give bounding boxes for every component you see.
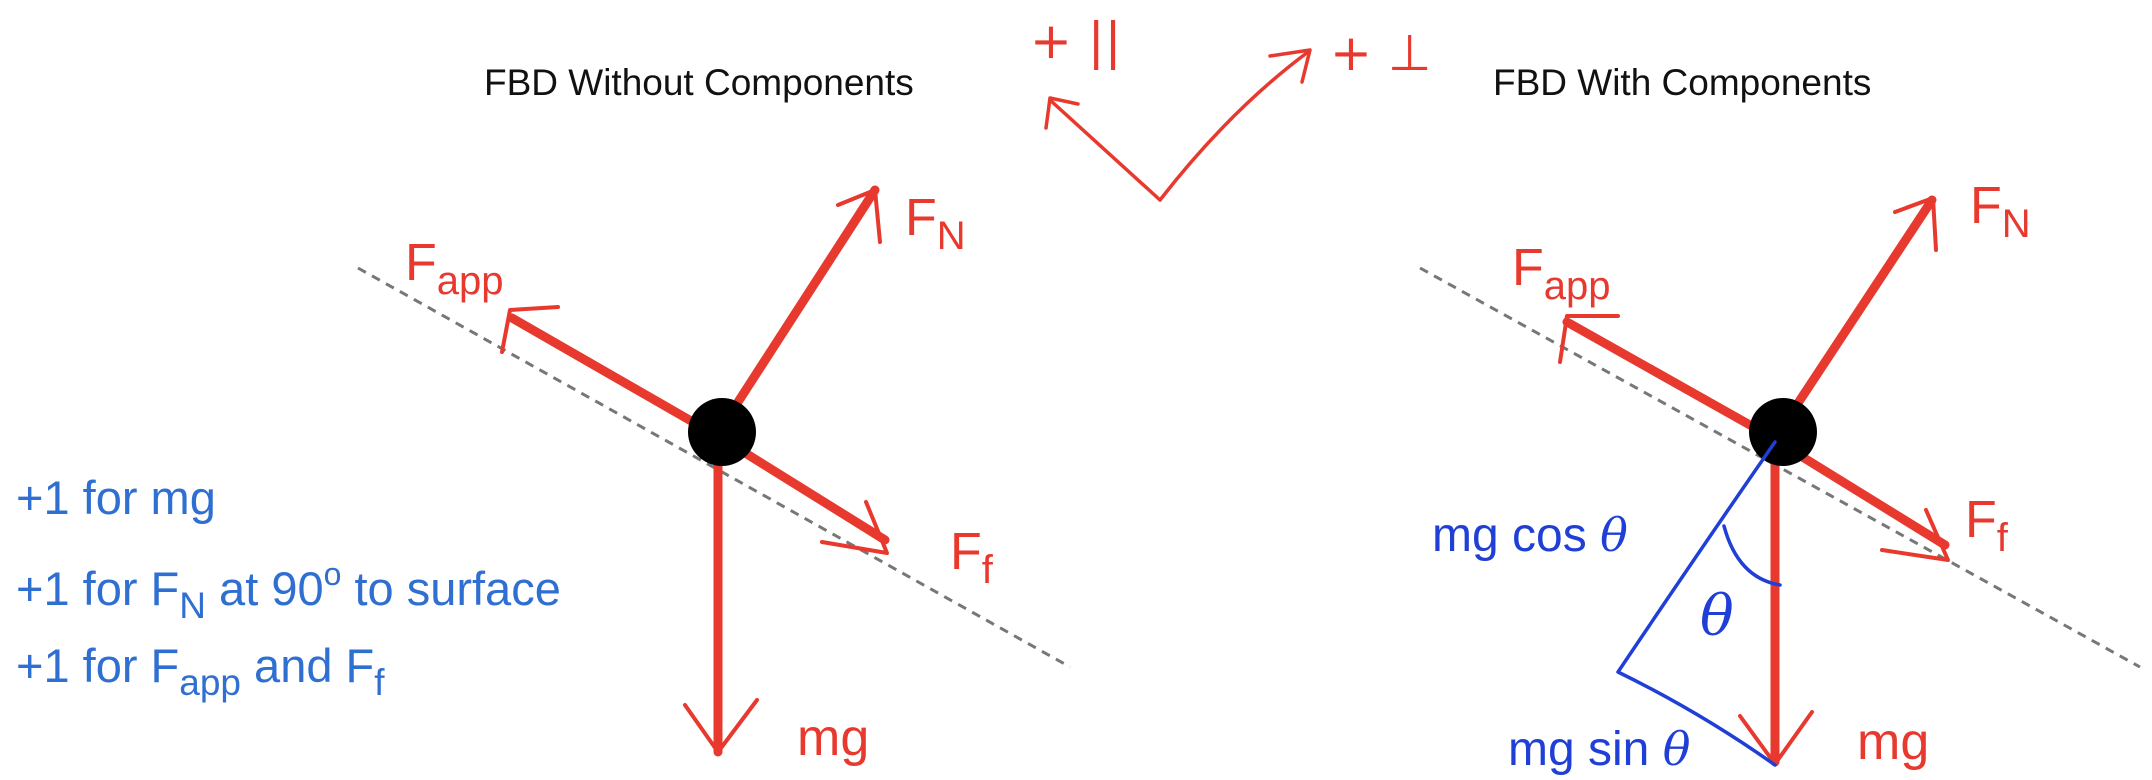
left-normal-force-label: FN (905, 189, 966, 258)
score-note-mg: +1 for mg (16, 471, 216, 524)
right-normal-force-label: FN (1970, 177, 2031, 246)
score-note-normal: +1 for FN at 90o to surface (16, 556, 561, 626)
right-diagram-title: FBD With Components (1493, 62, 1872, 103)
mg-sin-theta-label: mg sin θ (1508, 722, 1691, 776)
right-normal-force-arrowhead (1893, 196, 1938, 252)
right-fbd: θ (1419, 195, 2141, 767)
right-applied-force-label: Fapp (1512, 239, 1611, 308)
left-fbd (357, 185, 1071, 757)
left-applied-force-arrowhead (500, 305, 560, 354)
score-note-fapp-ff: +1 for Fapp and Ff (16, 639, 385, 703)
right-gravity-label: mg (1857, 713, 1930, 771)
theta-angle-label: θ (1700, 584, 1734, 649)
left-gravity-label: mg (797, 709, 870, 767)
left-friction-force-label: Ff (950, 523, 993, 592)
right-friction-force-label: Ff (1965, 491, 2008, 560)
right-normal-force-arrow (1770, 195, 1937, 443)
left-friction-force-arrowhead (820, 500, 889, 555)
axis-parallel-arrow (1048, 98, 1162, 202)
left-gravity-arrowhead (683, 698, 759, 754)
component-triangle (1616, 440, 1777, 767)
axis-parallel-label: + || (1030, 12, 1121, 70)
left-normal-force-arrowhead (836, 188, 882, 244)
right-incline-surface (1419, 266, 2141, 669)
axis-perpendicular-label: + ⊥ (1330, 24, 1431, 82)
right-applied-force-arrow (1562, 317, 1778, 443)
right-object-dot (1749, 398, 1817, 466)
left-object-dot (688, 398, 756, 466)
left-normal-force-arrow (713, 185, 880, 438)
axis-perpendicular-arrow (1158, 50, 1310, 202)
axis-perpendicular-arrowhead (1268, 48, 1312, 84)
right-applied-force-arrowhead (1558, 314, 1620, 364)
mg-cos-theta-label: mg cos θ (1432, 508, 1628, 562)
right-friction-force-arrowhead (1880, 508, 1950, 562)
left-applied-force-arrow (507, 313, 717, 438)
axis-sketch: + || + ⊥ (1030, 12, 1431, 202)
left-diagram-title: FBD Without Components (484, 62, 914, 103)
left-applied-force-label: Fapp (405, 234, 504, 303)
theta-angle-arc (1722, 524, 1782, 587)
axis-parallel-arrowhead (1044, 96, 1080, 130)
